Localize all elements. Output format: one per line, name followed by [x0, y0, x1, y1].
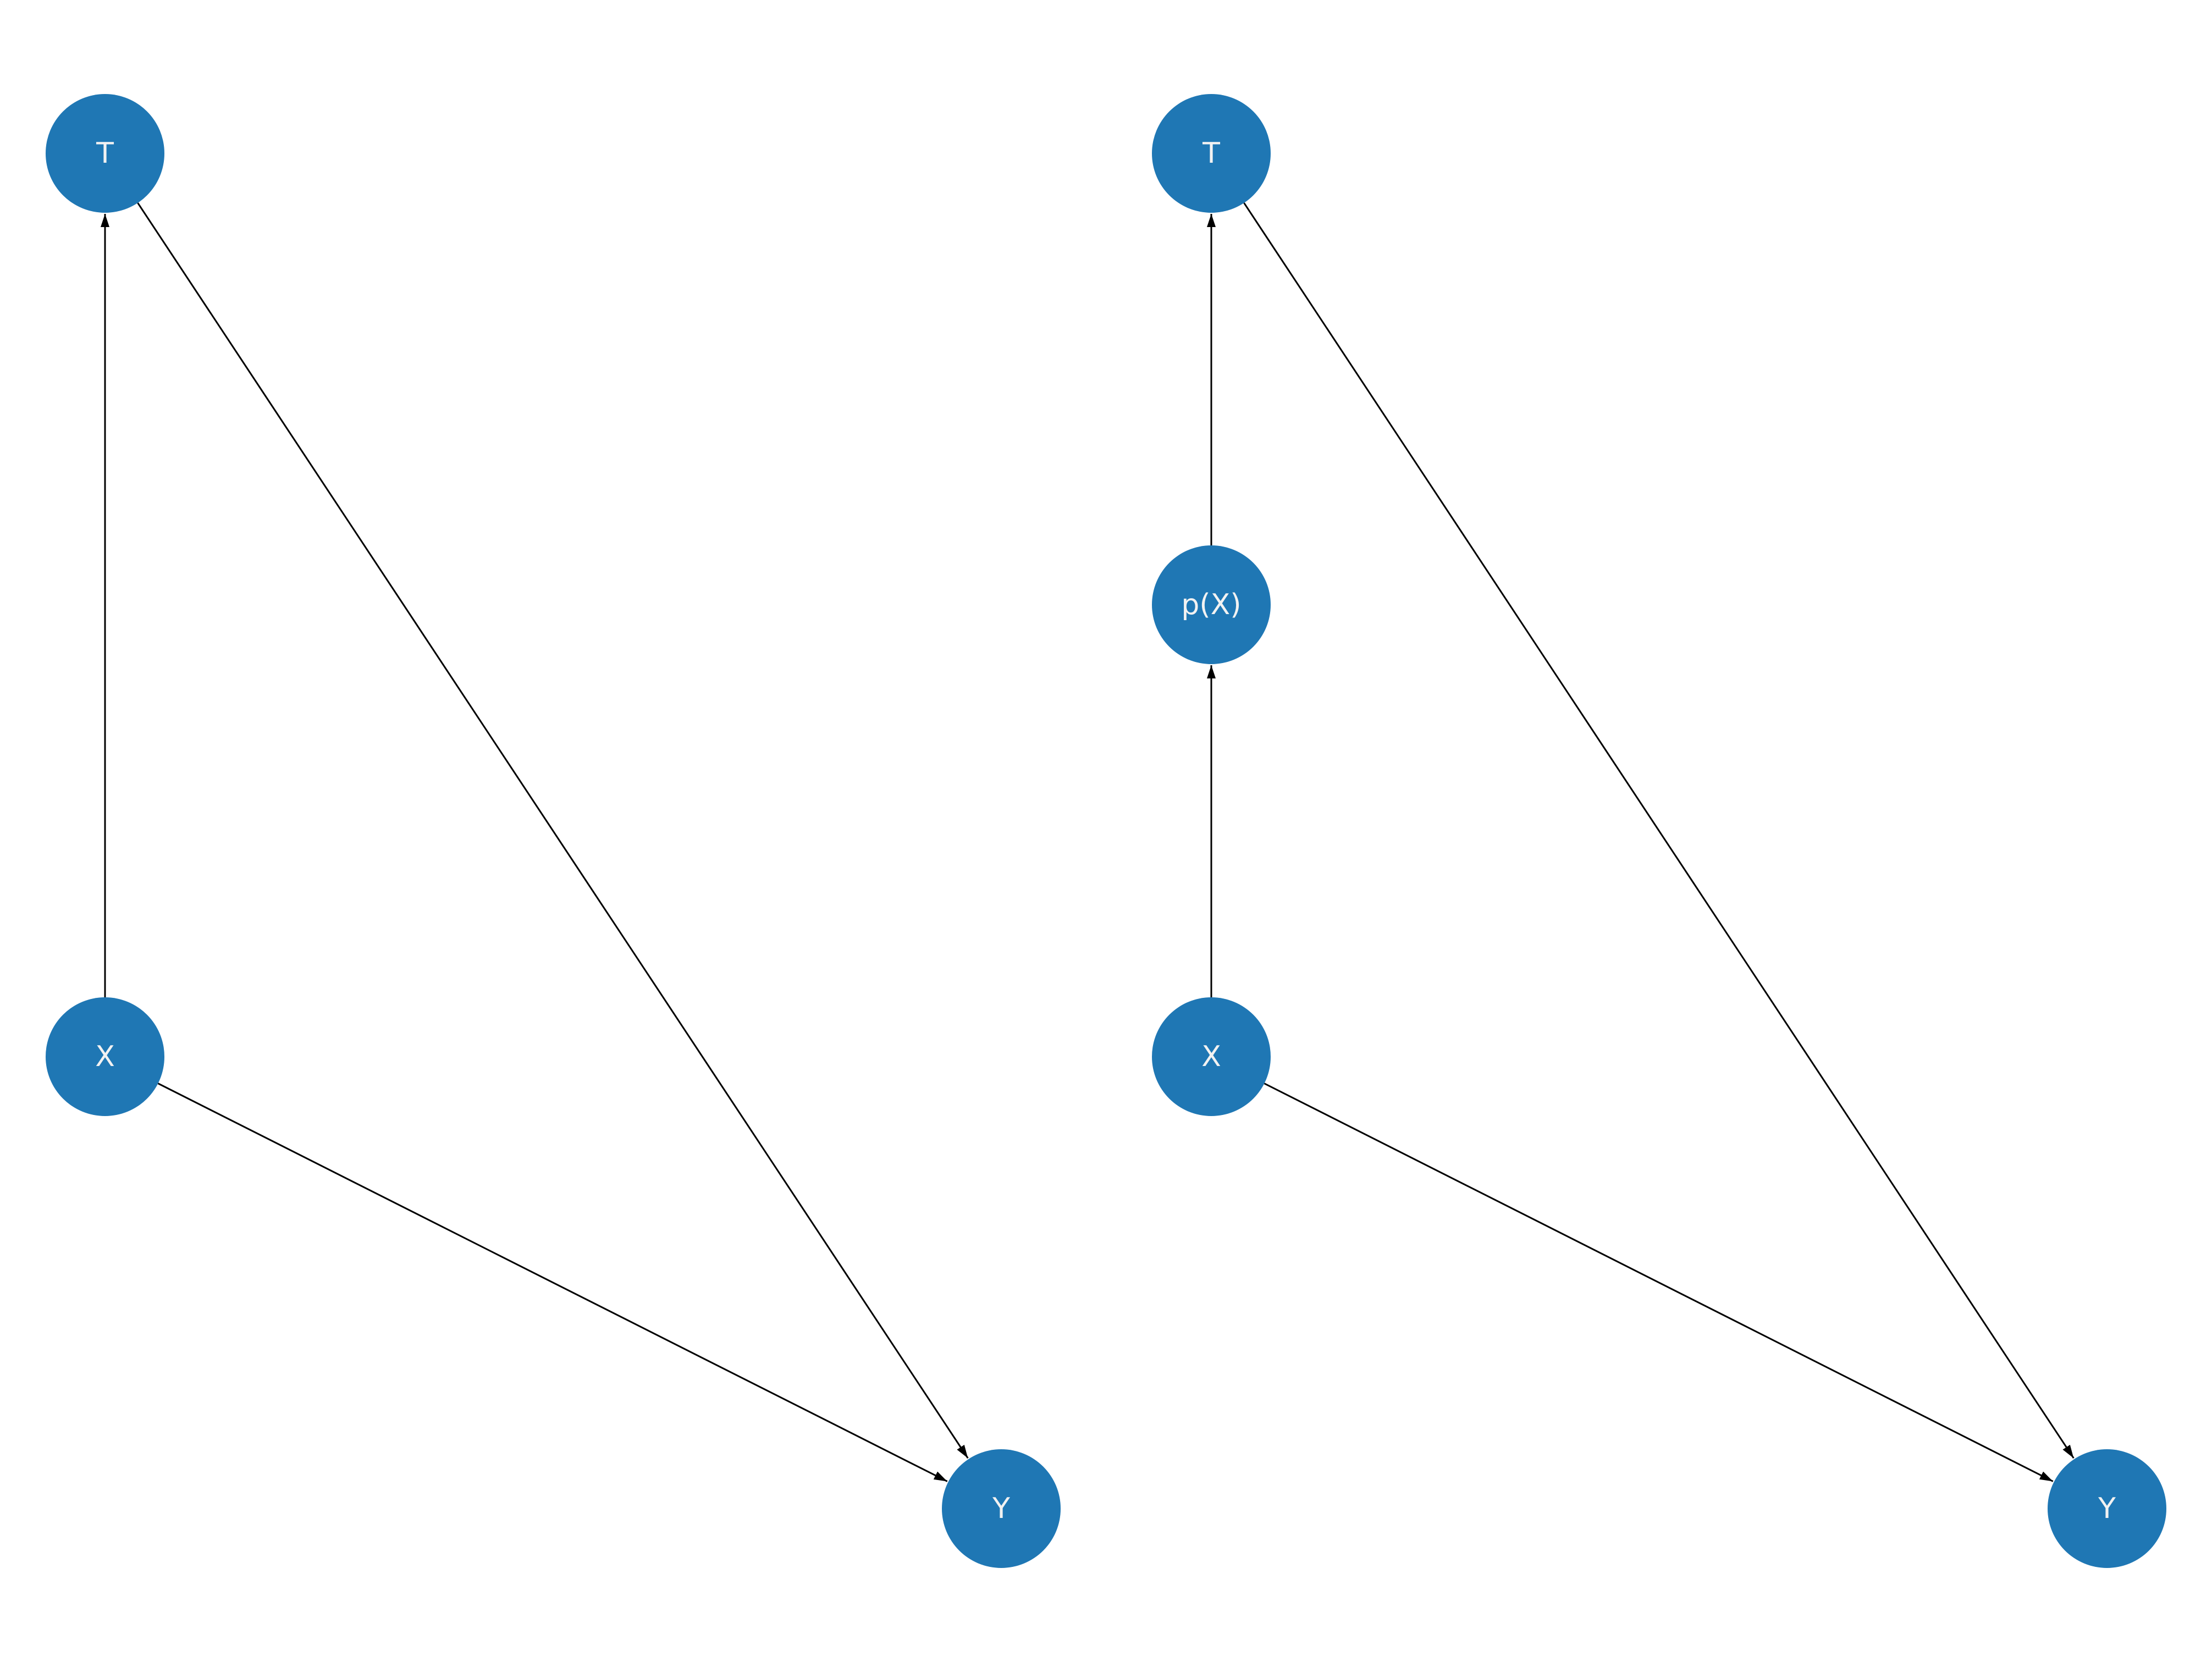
right-panel-nodes: Tp(X) X Y	[1152, 94, 2166, 1568]
node-circle	[46, 997, 164, 1116]
node-label: Y	[992, 1492, 1010, 1525]
node-circle	[942, 1449, 1061, 1568]
node-label: Y	[2098, 1492, 2116, 1525]
node-circle	[1152, 545, 1271, 664]
edge-t-to-y-arrow	[1243, 202, 2075, 1459]
node-y: Y	[942, 1449, 1061, 1568]
node-label: T	[1202, 137, 1220, 170]
node-x: X	[46, 997, 164, 1116]
node-circle	[1152, 94, 1271, 213]
node-label: X	[95, 1040, 115, 1073]
edges	[101, 202, 2075, 1482]
node-circle	[46, 94, 164, 213]
node-label: T	[96, 137, 114, 170]
node-x: X	[1152, 997, 1271, 1116]
node-circle	[1152, 997, 1271, 1116]
edge-x-to-y-arrow	[157, 1083, 948, 1482]
node-circle	[2048, 1449, 2166, 1568]
left-panel-nodes: T X Y	[46, 94, 1061, 1568]
right-panel-edges	[1207, 202, 2075, 1482]
node-label: X	[1201, 1040, 1221, 1073]
edge-x-to-y-arrow	[1264, 1083, 2054, 1482]
edge-t-to-y-arrow	[137, 202, 969, 1459]
node-t: T	[46, 94, 164, 213]
node-label: p(X)	[1181, 588, 1241, 621]
node-y: Y	[2048, 1449, 2166, 1568]
nodes: T X Y Tp(X) X Y	[46, 94, 2166, 1568]
node-t: T	[1152, 94, 1271, 213]
node-px: p(X)	[1152, 545, 1271, 664]
left-panel-edges	[101, 202, 969, 1482]
